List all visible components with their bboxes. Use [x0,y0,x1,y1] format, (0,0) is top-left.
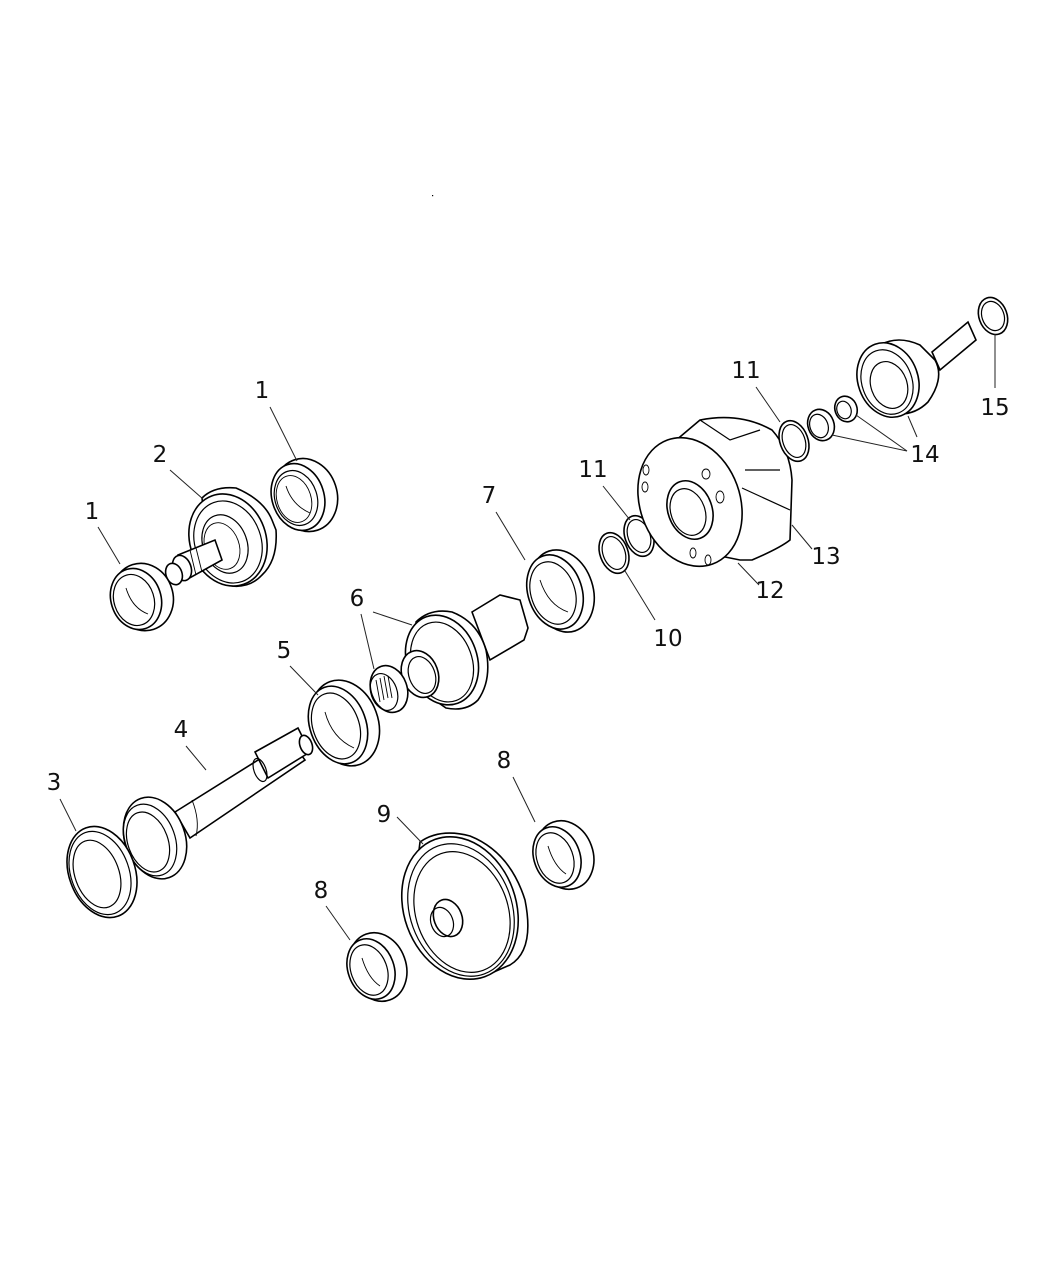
part-6-needle-bearing [369,664,409,714]
callout-13: 13 [811,544,840,570]
callout-12: 12 [755,578,784,604]
part-12-13-clutch-assembly [637,416,793,568]
callout-6: 6 [350,586,365,612]
part-1-bearing-lower [109,562,175,632]
callout-11-upper: 11 [731,358,760,384]
leader-lines [59,334,996,941]
callout-1-upper: 1 [255,378,270,404]
part-5-bearing [307,679,381,767]
callout-10: 10 [653,626,682,652]
part-2-gear-shaft [164,486,278,588]
part-3-ring-seal [66,825,138,919]
part-1-bearing-upper [270,457,339,533]
part-7-bearing [525,549,596,633]
callout-11-lower: 11 [578,457,607,483]
stray-dot [432,195,434,197]
callout-3: 3 [47,770,62,796]
part-4-input-shaft [122,726,314,880]
part-14-needle-bearings [806,395,859,442]
part-8-bearing-right [532,819,595,891]
callout-9: 9 [377,802,392,828]
callout-2: 2 [153,442,168,468]
part-10-snap-ring [598,531,630,575]
part-6-gear [400,594,529,710]
part-9-gear-wheel [400,832,529,981]
callout-15: 15 [980,395,1009,421]
callout-5: 5 [277,638,292,664]
callout-1-lower: 1 [85,499,100,525]
callout-4: 4 [174,717,189,743]
part-15-snap-ring [977,296,1009,336]
part-14-output-shaft [856,320,977,418]
callout-labels: 1 1 2 3 4 5 6 7 8 8 9 10 11 11 12 13 14 … [47,358,1010,904]
callout-8-left: 8 [314,878,329,904]
callout-8-right: 8 [497,748,512,774]
callout-7: 7 [482,483,497,509]
part-8-bearing-left [346,931,408,1003]
part-11-snap-ring-upper [778,419,810,463]
callout-14: 14 [910,442,939,468]
